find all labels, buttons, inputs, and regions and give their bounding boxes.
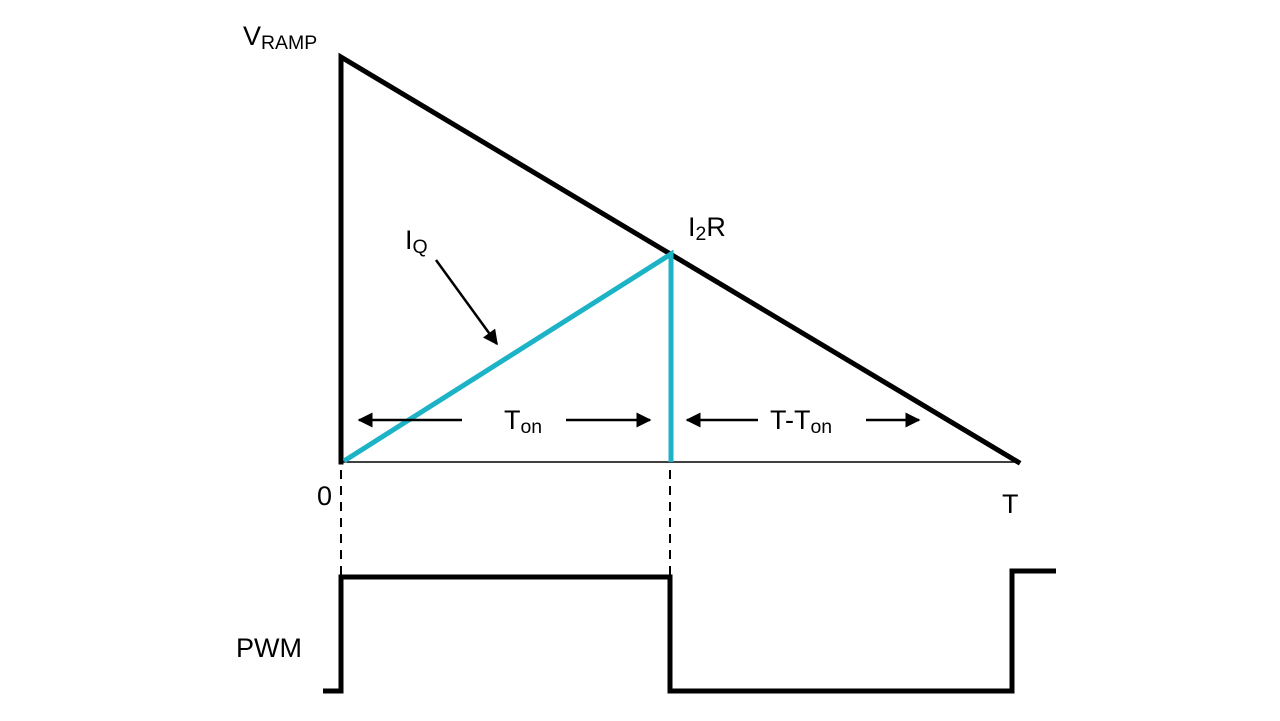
pwm-waveform	[323, 568, 1056, 694]
pwm-label: PWM	[236, 633, 302, 664]
zero-label: 0	[317, 481, 333, 512]
t-end-text: T	[1002, 489, 1019, 519]
ton-label: Ton	[504, 405, 543, 439]
t-minus-ton-sub: on	[810, 416, 833, 439]
ramp-triangle-outline	[338, 52, 1022, 466]
t-end-label: T	[1002, 489, 1019, 520]
v-ramp-main: V	[243, 21, 262, 51]
i2r-pre: I	[688, 212, 696, 242]
i2r-sub: 2	[695, 223, 707, 246]
iq-pointer-arrow	[434, 259, 499, 346]
zero-text: 0	[317, 481, 333, 511]
t-minus-ton-main: T-T	[770, 405, 811, 435]
iq-main: I	[405, 225, 413, 255]
v-ramp-label: VRAMP	[243, 21, 318, 55]
iq-ramp-line	[342, 249, 674, 464]
iq-sub: Q	[412, 236, 428, 259]
ton-sub: on	[520, 416, 543, 439]
i2r-label: I2R	[688, 212, 726, 246]
ton-main: T	[504, 405, 521, 435]
v-ramp-sub: RAMP	[261, 32, 318, 55]
i2r-post: R	[706, 212, 726, 242]
pwm-text: PWM	[236, 633, 302, 663]
iq-label: IQ	[405, 225, 428, 259]
t-minus-ton-label: T-Ton	[770, 405, 833, 439]
